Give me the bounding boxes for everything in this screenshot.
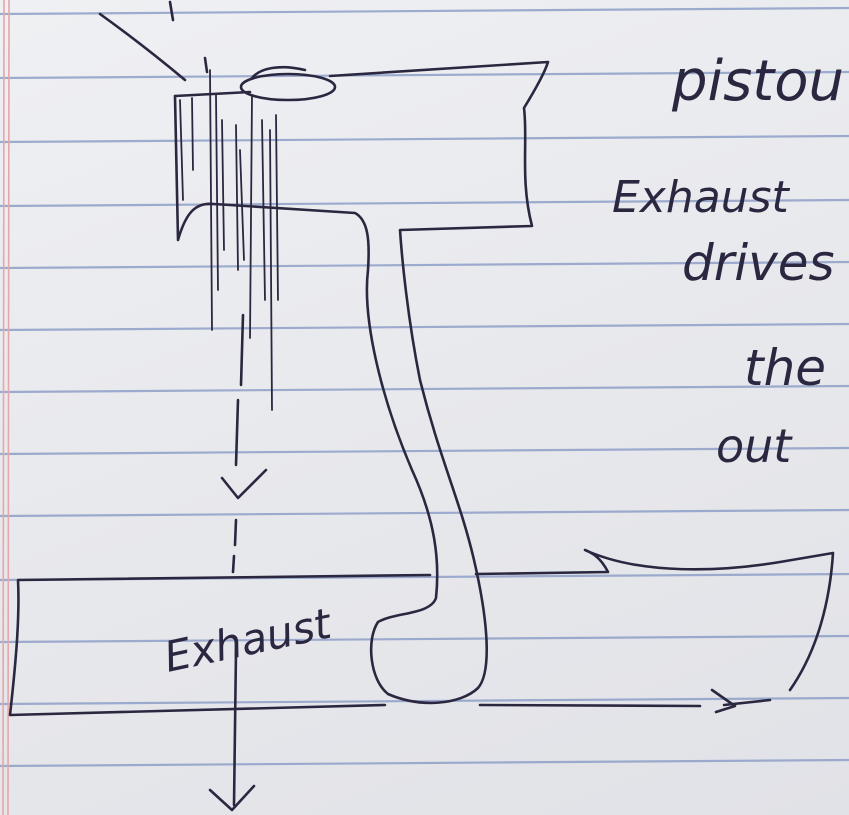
top-bar-left [173, 90, 252, 98]
bottom-exhaust-pipe [8, 548, 835, 717]
exit-flow-line [232, 648, 238, 807]
exhaust-flow-dash [231, 518, 238, 574]
margin-lines [2, 0, 10, 815]
label-out: out [716, 419, 793, 473]
exhaust-streaks [179, 69, 279, 411]
pointer-line [98, 12, 187, 82]
label-drives: drives [682, 234, 835, 292]
label-exhaust-top: Exhaust [612, 172, 791, 223]
t-shaped-housing [173, 60, 550, 705]
piston-head-oval [239, 72, 337, 102]
pointer-tick-2 [203, 56, 209, 74]
label-piston: pistou [671, 49, 844, 114]
exit-arrowhead [208, 784, 256, 812]
piston-head-cap [250, 65, 307, 80]
pointer-tick [168, 0, 175, 22]
label-the: the [744, 339, 826, 397]
exhaust-flow-arrowhead [220, 468, 268, 500]
bottom-pipe-arrow [710, 688, 737, 714]
exhaust-flow-line [234, 313, 245, 467]
label-exhaust-bottom: Exhaust [160, 598, 337, 681]
ruled-lines [0, 6, 849, 768]
